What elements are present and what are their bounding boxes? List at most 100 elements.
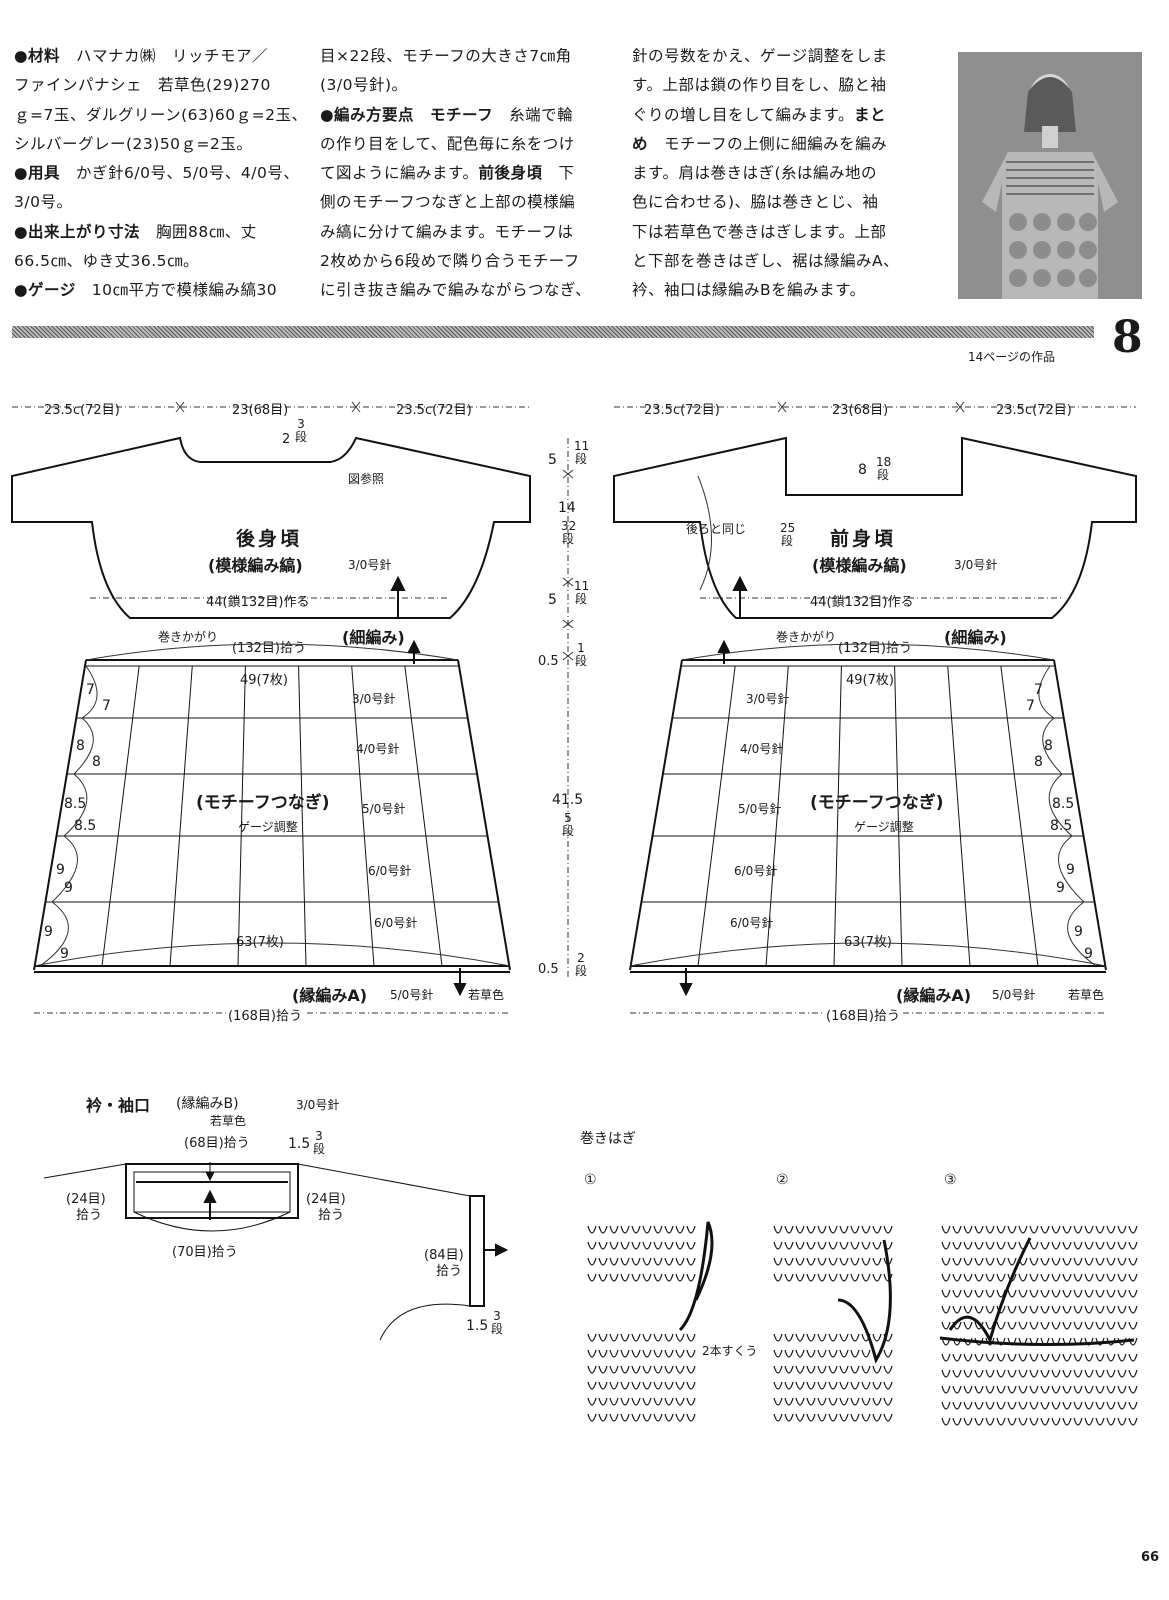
knit-stitch xyxy=(784,1397,794,1406)
collar-right-24-pickup: 拾う xyxy=(318,1208,345,1223)
knit-stitch xyxy=(587,1413,597,1422)
knit-stitch xyxy=(963,1241,973,1250)
center-edge: 0.5 xyxy=(538,962,559,977)
back-subtitle: (模様編み縞) xyxy=(208,556,303,575)
knit-stitch xyxy=(620,1349,630,1358)
knit-stitch xyxy=(839,1333,849,1342)
text-line: ●出来上がり寸法 胸囲88㎝、丈 xyxy=(14,218,314,247)
knit-stitch xyxy=(1095,1417,1105,1426)
knit-stitch xyxy=(631,1413,641,1422)
knit-stitch xyxy=(587,1397,597,1406)
text-segment: 糸端で輪 xyxy=(493,105,574,124)
knit-stitch xyxy=(795,1257,805,1266)
knit-stitch xyxy=(1062,1321,1072,1330)
knit-stitch xyxy=(598,1381,608,1390)
front-gauge-adjust: ゲージ調整 xyxy=(854,820,914,834)
knit-stitch xyxy=(1073,1289,1083,1298)
text-line: め モチーフの上側に細編みを編み xyxy=(632,130,932,159)
knit-stitch xyxy=(631,1349,641,1358)
knit-stitch xyxy=(664,1413,674,1422)
knit-stitch xyxy=(642,1273,652,1282)
knit-stitch xyxy=(952,1273,962,1282)
text-segment: め xyxy=(632,134,649,153)
knit-stitch xyxy=(642,1381,652,1390)
collar-depth-rows: 3段 xyxy=(312,1129,325,1156)
knit-stitch xyxy=(1007,1369,1017,1378)
knit-stitch xyxy=(817,1365,827,1374)
knit-stitch xyxy=(1128,1273,1138,1282)
text-segment: ●用具 xyxy=(14,164,61,183)
knit-stitch xyxy=(1117,1385,1127,1394)
front-sc-label: (細編み) xyxy=(944,628,1007,647)
knit-stitch xyxy=(850,1397,860,1406)
text-line: ●用具 かぎ針6/0号、5/0号、4/0号、 xyxy=(14,159,314,188)
yarn-strand xyxy=(939,1336,1135,1347)
knit-stitch xyxy=(828,1365,838,1374)
front-edging-color: 若草色 xyxy=(1068,988,1105,1002)
knit-stitch xyxy=(609,1241,619,1250)
knit-stitch xyxy=(1029,1385,1039,1394)
knit-stitch xyxy=(1095,1273,1105,1282)
knit-stitch xyxy=(1007,1241,1017,1250)
text-segment: に引き抜き編みで編みながらつなぎ、 xyxy=(320,281,592,300)
knit-stitch xyxy=(1128,1369,1138,1378)
text-line: と下部を巻きはぎし、裾は縁編みA、 xyxy=(632,247,932,276)
knit-stitch xyxy=(620,1333,630,1342)
text-segment: 前後身頃 xyxy=(478,164,543,183)
back-top-right-width: 23.5c(72目) xyxy=(396,403,472,418)
knit-stitch xyxy=(963,1273,973,1282)
knit-stitch xyxy=(1128,1241,1138,1250)
knit-stitch xyxy=(1128,1401,1138,1410)
knit-stitch xyxy=(642,1241,652,1250)
knit-stitch xyxy=(653,1349,663,1358)
knit-stitch xyxy=(806,1225,816,1234)
knit-stitch xyxy=(675,1241,685,1250)
knit-stitch xyxy=(609,1365,619,1374)
text-line: に引き抜き編みで編みながらつなぎ、 xyxy=(320,276,620,305)
knit-stitch xyxy=(795,1225,805,1234)
knit-stitch xyxy=(963,1257,973,1266)
knit-stitch xyxy=(883,1225,893,1234)
knit-stitch xyxy=(952,1417,962,1426)
back-edging-needle: 5/0号針 xyxy=(390,988,434,1002)
knit-stitch xyxy=(1106,1273,1116,1282)
knit-stitch xyxy=(686,1365,696,1374)
knit-stitch xyxy=(653,1225,663,1234)
knit-stitch xyxy=(1073,1401,1083,1410)
front-needle-2: 4/0号針 xyxy=(740,742,784,756)
front-neck-depth: 8 xyxy=(858,462,867,478)
knit-stitch xyxy=(1073,1369,1083,1378)
knit-stitch xyxy=(952,1225,962,1234)
front-overcast: 巻きかがり xyxy=(776,630,837,644)
grid-col-line xyxy=(765,665,789,967)
collar-left-24-pickup: 拾う xyxy=(76,1208,103,1223)
knit-stitch xyxy=(1029,1321,1039,1330)
knit-stitch xyxy=(686,1225,696,1234)
knit-stitch xyxy=(795,1381,805,1390)
knit-stitch xyxy=(985,1353,995,1362)
knit-stitch xyxy=(883,1413,893,1422)
center-body: 14 xyxy=(558,500,576,516)
knit-stitch xyxy=(609,1225,619,1234)
text-segment: ます。肩は巻きはぎ(糸は編み地の xyxy=(632,164,877,183)
knit-stitch xyxy=(642,1333,652,1342)
text-line: 2枚めから6段めで隣り合うモチーフ xyxy=(320,247,620,276)
back-edging-color: 若草色 xyxy=(468,988,505,1002)
text-line: ます。肩は巻きはぎ(糸は編み地の xyxy=(632,159,932,188)
knit-stitch xyxy=(620,1365,630,1374)
knit-stitch xyxy=(642,1413,652,1422)
center-sc-rows: 1段 xyxy=(574,641,587,668)
knit-stitch xyxy=(1018,1289,1028,1298)
back-neck-depth: 2 xyxy=(282,432,291,447)
knit-stitch xyxy=(631,1273,641,1282)
knit-stitch xyxy=(974,1305,984,1314)
knit-stitch xyxy=(941,1401,951,1410)
knit-stitch xyxy=(631,1365,641,1374)
whip-two-strands: 2本すくう xyxy=(702,1344,758,1358)
knit-stitch xyxy=(609,1397,619,1406)
knit-stitch xyxy=(941,1305,951,1314)
back-pickup-132: (132目)拾う xyxy=(232,641,306,656)
grid-col-line xyxy=(169,665,193,967)
front-needle-5: 6/0号針 xyxy=(730,916,774,930)
